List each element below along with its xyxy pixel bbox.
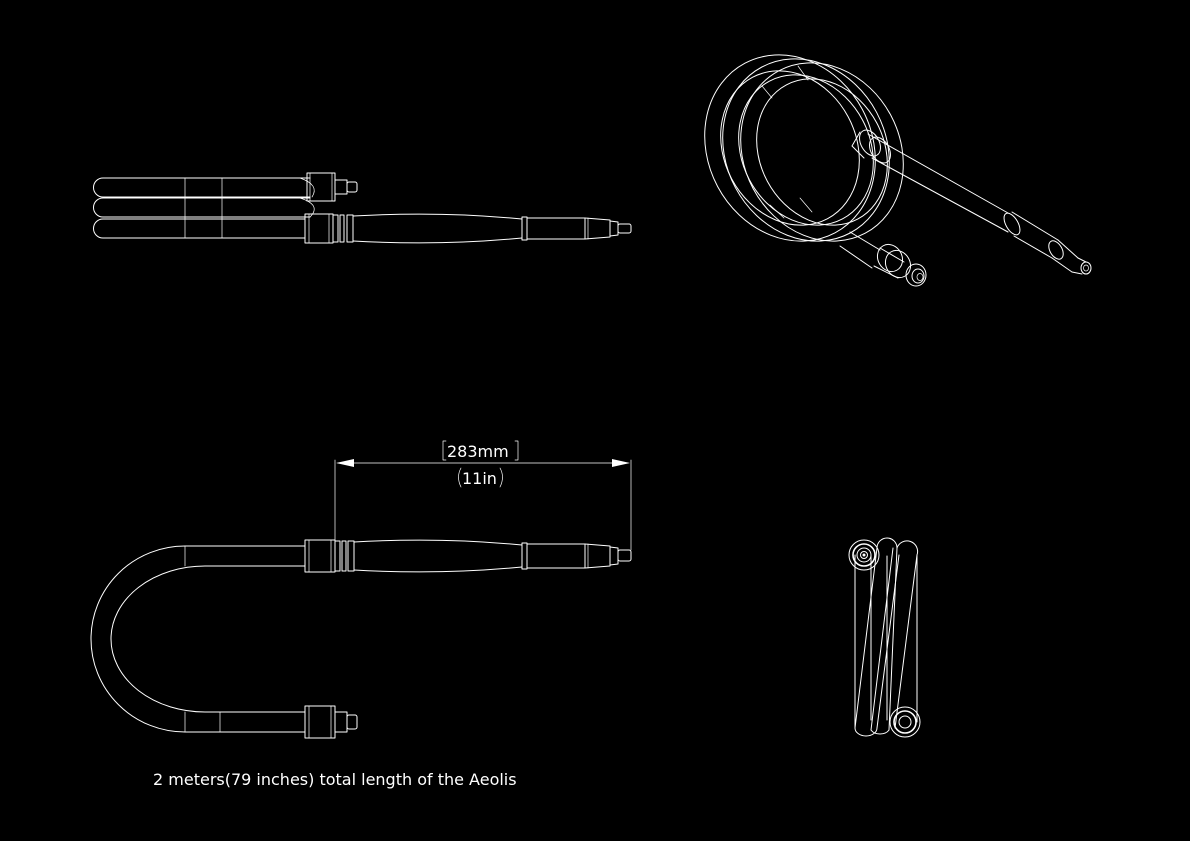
dimension-imperial: 11in (462, 469, 497, 488)
end-view (848, 537, 921, 738)
front-view-extended: 283mm 11in (90, 440, 632, 739)
total-length-caption: 2 meters(79 inches) total length of the … (153, 770, 517, 789)
side-view-coiled (93, 172, 632, 244)
isometric-view (704, 54, 1092, 287)
dimension-metric: 283mm (447, 442, 509, 461)
